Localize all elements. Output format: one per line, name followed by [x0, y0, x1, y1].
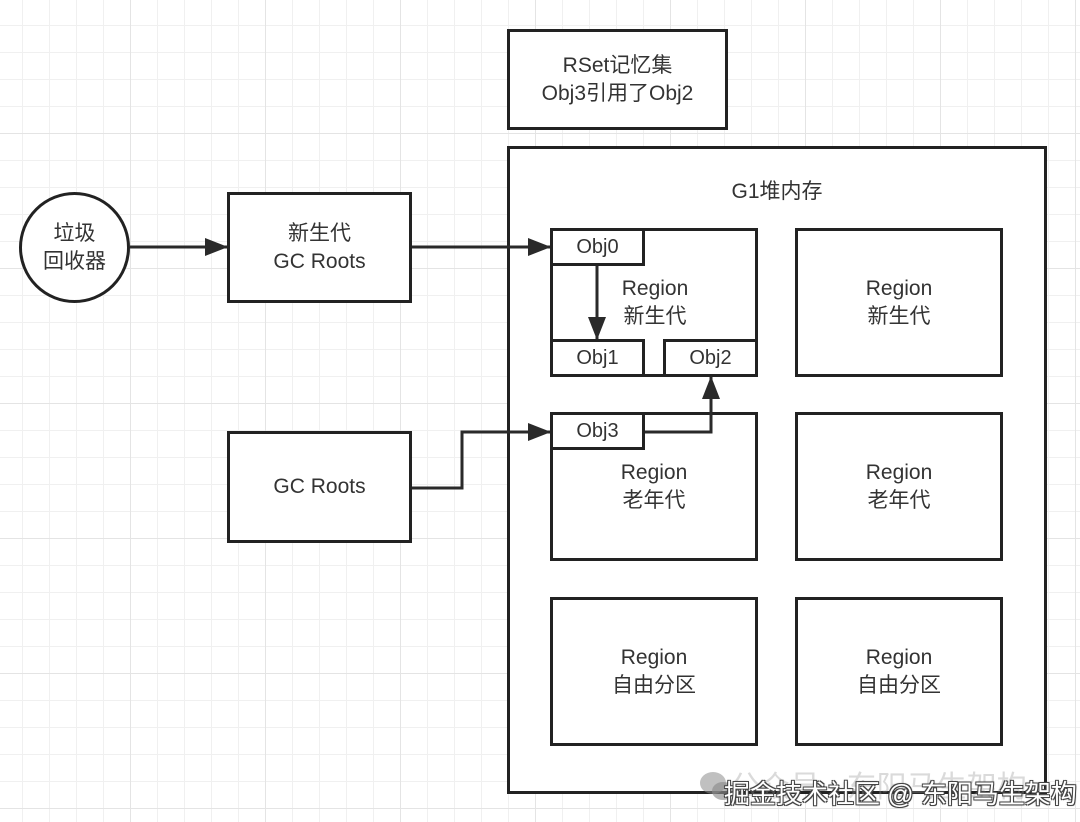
region-old-2: Region 老年代 [795, 412, 1003, 561]
region-young-2-name: Region [865, 276, 933, 300]
rset-note-line1: RSet记忆集 [562, 53, 673, 77]
region-old-2-type: 老年代 [867, 488, 931, 512]
watermark-text: 掘金技术社区 @ 东阳马生架构 [724, 779, 1077, 809]
watermark-faint-text: 公众号 · 东阳马生架构 [730, 771, 1027, 804]
rset-note-line2: Obj3引用了Obj2 [541, 81, 694, 105]
young-gen-gc-roots-line2: GC Roots [273, 249, 366, 273]
object-obj1-label: Obj1 [576, 346, 619, 369]
young-gen-gc-roots-line1: 新生代 [288, 221, 351, 245]
region-free-1-name: Region [620, 645, 688, 669]
region-young-2-type: 新生代 [867, 304, 931, 328]
region-free-2-type: 自由分区 [857, 673, 941, 697]
region-free-1-type: 自由分区 [612, 673, 696, 697]
garbage-collector-label-line1: 垃圾 [53, 221, 96, 245]
object-obj2-label: Obj2 [689, 346, 732, 369]
region-free-2: Region 自由分区 [795, 597, 1003, 746]
object-obj3: Obj3 [550, 412, 645, 450]
rset-note: RSet记忆集 Obj3引用了Obj2 [507, 29, 728, 130]
watermark: 公众号 · 东阳马生架构 掘金技术社区 @ 东阳马生架构 [700, 770, 1077, 810]
garbage-collector-label-line2: 回收器 [43, 249, 106, 273]
wechat-icon-bubble [712, 782, 734, 800]
object-obj1: Obj1 [550, 339, 645, 377]
region-old-2-name: Region [865, 460, 933, 484]
object-obj0: Obj0 [550, 228, 645, 266]
region-young-1-name: Region [621, 277, 689, 300]
region-free-1: Region 自由分区 [550, 597, 758, 746]
object-obj3-label: Obj3 [576, 419, 619, 442]
gc-roots-label: GC Roots [273, 475, 366, 498]
garbage-collector-node: 垃圾 回收器 [19, 192, 130, 303]
region-young-1-type: 新生代 [623, 305, 687, 328]
region-young-2: Region 新生代 [795, 228, 1003, 377]
g1-heap-title: G1堆内存 [731, 180, 823, 203]
region-young-1-label: Region 新生代 [600, 275, 710, 331]
object-obj2: Obj2 [663, 339, 758, 377]
object-obj0-label: Obj0 [576, 235, 619, 258]
young-gen-gc-roots-node: 新生代 GC Roots [227, 192, 412, 303]
region-free-2-name: Region [865, 645, 933, 669]
gc-roots-node: GC Roots [227, 431, 412, 543]
region-old-1-name: Region [620, 460, 688, 484]
region-old-1-type: 老年代 [622, 488, 686, 512]
